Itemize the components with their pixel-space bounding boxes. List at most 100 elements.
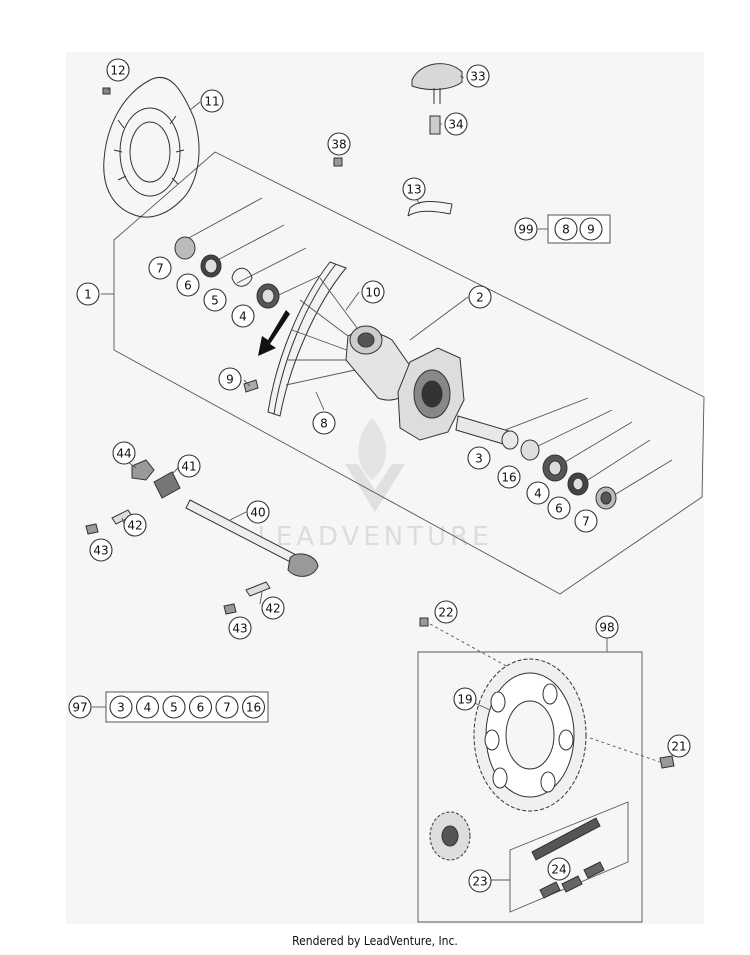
callout-label: 12	[110, 64, 125, 78]
callout-label: 13	[406, 183, 421, 197]
callout-c4b: 4	[526, 481, 550, 505]
wheel-rim	[267, 261, 347, 417]
diagram-canvas: LEADVENTURE	[68, 58, 705, 923]
callout-c19: 19	[453, 687, 477, 711]
callout-c6a: 6	[176, 273, 200, 297]
callout-kit97-item-2: 5	[162, 695, 186, 719]
callout-label: 97	[72, 701, 87, 715]
chain-adjuster	[153, 471, 181, 499]
engine-sprocket	[429, 811, 471, 861]
callout-kit97-item-4: 7	[215, 695, 239, 719]
callout-c43a: 43	[89, 538, 113, 562]
leadventure-watermark: LEADVENTURE	[257, 418, 492, 552]
hex-nut-upper	[85, 523, 99, 535]
callout-label: 6	[184, 279, 192, 293]
callout-c12: 12	[106, 58, 130, 82]
chain-link-lower	[539, 881, 561, 899]
callout-label: 44	[116, 447, 131, 461]
callout-label: 41	[181, 460, 196, 474]
callout-kit97-item-5: 16	[241, 695, 266, 719]
callout-label: 34	[448, 118, 463, 132]
bearing-leader-lines-left	[184, 197, 329, 301]
callout-label: 6	[197, 701, 205, 715]
callout-c44: 44	[112, 441, 136, 465]
callout-label: 11	[204, 95, 219, 109]
bearing-leader-lines-right	[499, 397, 673, 501]
leader-42b	[259, 591, 263, 605]
watermark-text: LEADVENTURE	[257, 522, 492, 552]
callout-kit97-item-0: 3	[109, 695, 133, 719]
callout-c10: 10	[361, 280, 385, 304]
footer-credit: Rendered by LeadVenture, Inc.	[292, 934, 458, 948]
leader-8	[315, 391, 325, 411]
callout-label: 16	[501, 471, 516, 485]
callout-kit97-item-3: 6	[188, 695, 213, 719]
callout-kit99-label: 99	[514, 217, 538, 241]
callout-c22: 22	[434, 600, 458, 624]
callout-label: 6	[555, 502, 563, 516]
callout-c8: 8	[312, 411, 336, 435]
callout-c40: 40	[246, 500, 270, 524]
callout-label: 42	[265, 602, 280, 616]
callout-label: 10	[365, 286, 380, 300]
callout-label: 33	[470, 70, 485, 84]
callout-label: 1	[84, 288, 92, 302]
callout-c34: 34	[444, 112, 468, 136]
sprocket-kit-frame	[417, 651, 643, 923]
wheel-hub	[345, 325, 465, 441]
callout-c24: 24	[547, 857, 571, 881]
callout-label: 42	[127, 519, 142, 533]
callout-c5: 5	[203, 288, 227, 312]
callout-c6b: 6	[547, 496, 571, 520]
bolt-dashed-leader	[589, 737, 661, 763]
callout-c9: 9	[218, 367, 242, 391]
callout-label: 4	[144, 701, 152, 715]
callout-label: 3	[475, 452, 483, 466]
callout-label: 7	[156, 262, 164, 276]
callout-c3: 3	[467, 446, 491, 470]
sprocket-bolt	[659, 755, 675, 769]
callout-kit99-item-0: 8	[554, 217, 578, 241]
callout-label: 21	[671, 740, 686, 754]
callout-label: 4	[239, 310, 247, 324]
callout-label: 98	[599, 621, 614, 635]
rear-sprocket	[473, 658, 587, 812]
callout-c1: 1	[76, 282, 100, 306]
callout-label: 8	[562, 223, 570, 237]
leader-11	[189, 101, 201, 111]
callout-label: 9	[226, 373, 234, 387]
chain-master-link	[561, 875, 583, 893]
axle-nut	[131, 459, 155, 481]
callout-c41: 41	[177, 454, 201, 478]
callout-kit97-label: 97	[68, 695, 92, 719]
callout-c98: 98	[595, 615, 619, 639]
callout-c16: 16	[497, 465, 521, 489]
callout-c4a: 4	[231, 304, 255, 328]
callout-label: 7	[582, 515, 590, 529]
chain-link-upper	[583, 861, 605, 879]
callout-c7b: 7	[574, 509, 598, 533]
leader-40	[229, 511, 247, 521]
shaft-seal-left	[174, 236, 196, 260]
callout-kit99-item-1: 9	[579, 217, 603, 241]
callout-c38: 38	[327, 132, 351, 156]
callout-label: 2	[476, 291, 484, 305]
wheel-assembly-frame	[113, 151, 705, 595]
callout-c33: 33	[466, 64, 490, 88]
callout-label: 43	[93, 544, 108, 558]
callout-label: 7	[223, 701, 231, 715]
leader-33	[459, 75, 465, 79]
callout-c23: 23	[468, 869, 492, 893]
spindle-head	[287, 553, 319, 577]
v-logo-icon	[345, 464, 405, 512]
callout-label: 99	[518, 223, 533, 237]
callout-c13: 13	[402, 177, 426, 201]
callout-label: 5	[211, 294, 219, 308]
distance-ring	[520, 439, 540, 461]
callout-label: 40	[250, 506, 265, 520]
callout-kit97-item-1: 4	[135, 695, 160, 719]
